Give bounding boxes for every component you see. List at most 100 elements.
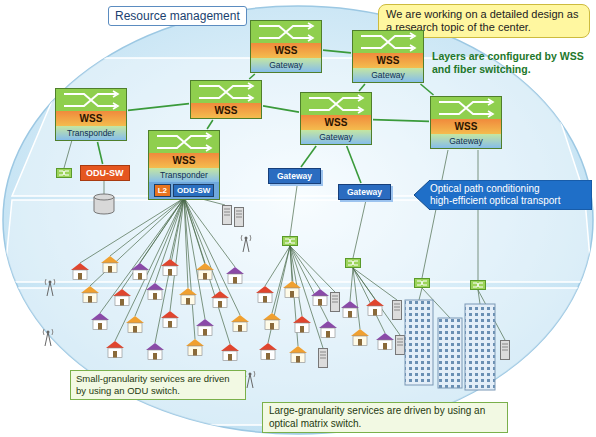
- server-icon: [501, 341, 510, 360]
- equipment-stack: WSSTransponder: [55, 88, 127, 141]
- node-label: Gateway: [277, 171, 312, 181]
- house-icon: [211, 291, 229, 308]
- house-icon: [376, 333, 394, 350]
- access-line: [80, 198, 240, 344]
- switch-chip: ODU-SW: [173, 184, 214, 197]
- fiber-link: [207, 120, 213, 129]
- switch-icon: [309, 98, 361, 110]
- house-icon: [226, 267, 244, 284]
- switch-icon: [157, 136, 209, 148]
- switch-icon: [56, 89, 126, 111]
- layer-label: WSS: [251, 43, 321, 58]
- node-label: Resource management: [115, 9, 240, 23]
- annotation-text: Layers are configured by WSS and fiber s…: [432, 50, 592, 76]
- house-icon: [71, 263, 89, 280]
- fiber-link: [249, 74, 255, 79]
- switch-icon: [251, 21, 321, 43]
- caption-box: Large-granularity services are driven by…: [262, 402, 508, 433]
- switch-icon: [251, 21, 321, 43]
- switch-icon: [410, 33, 415, 51]
- database-icon: [94, 194, 114, 200]
- node-label: Small-granularity services are driven by…: [76, 373, 240, 397]
- switch-icon: [431, 97, 501, 119]
- node-label: Gateway: [347, 187, 382, 197]
- house-icon: [106, 341, 124, 358]
- switch-icon: [361, 36, 413, 48]
- small-switch-icon: [471, 281, 486, 290]
- gateway-box: Gateway: [268, 168, 321, 184]
- switch-icon: [64, 94, 116, 106]
- equipment-stack: WSS: [190, 80, 262, 119]
- building-icon: [465, 304, 495, 390]
- switch-icon: [149, 131, 219, 153]
- unit-label: Gateway: [301, 130, 371, 144]
- switch-icon: [251, 21, 321, 43]
- access-line: [64, 140, 505, 348]
- node-label: Large-granularity services are driven by…: [269, 405, 501, 430]
- unit-label: Transponder: [56, 126, 126, 140]
- node-label: ODU-SW: [86, 168, 124, 178]
- switch-icon: [259, 26, 311, 38]
- equipment-stack: WSSGateway: [300, 92, 372, 145]
- house-icon: [351, 329, 369, 346]
- fiber-link: [301, 146, 316, 167]
- switch-icon: [56, 89, 126, 111]
- house-icon: [311, 289, 329, 306]
- house-icon: [131, 263, 149, 280]
- switch-row: L2ODU-SW: [149, 182, 219, 199]
- switch-icon: [301, 93, 371, 115]
- callout-arrow: Optical path conditioninghigh-efficient …: [414, 180, 592, 210]
- house-icon: [256, 286, 274, 303]
- server-icon: [235, 208, 244, 227]
- server-icon: [331, 293, 340, 312]
- fiber-link: [263, 106, 299, 112]
- server-icon: [223, 206, 232, 225]
- switch-icon: [191, 81, 261, 103]
- unit-label: Gateway: [353, 68, 423, 82]
- house-icon: [146, 283, 164, 300]
- house-icon: [221, 344, 239, 361]
- small-switch-icon: [283, 237, 298, 246]
- server-icon: [319, 349, 328, 368]
- house-icon: [113, 289, 131, 306]
- layer-label: WSS: [353, 53, 423, 68]
- switch-icon: [113, 91, 118, 109]
- fiber-link: [323, 50, 351, 53]
- callout-text: Optical path conditioning: [430, 183, 586, 195]
- switch-icon: [353, 31, 423, 53]
- house-icon: [161, 311, 179, 328]
- house-icon: [196, 263, 214, 280]
- house-icon: [161, 259, 179, 276]
- fiber-link: [373, 120, 429, 122]
- management-box: Resource management: [108, 6, 247, 26]
- house-icon: [283, 281, 301, 298]
- antenna-icon: [43, 329, 53, 346]
- unit-label: Transponder: [149, 168, 219, 182]
- house-icon: [289, 346, 307, 363]
- house-icon: [341, 301, 359, 318]
- switch-icon: [301, 93, 371, 115]
- house-icon: [91, 313, 109, 330]
- switch-icon: [206, 133, 211, 151]
- layer-label: WSS: [56, 111, 126, 126]
- switch-icon: [353, 31, 423, 53]
- layer-label: WSS: [191, 103, 261, 118]
- small-switch-icon: [346, 259, 361, 268]
- switch-icon: [301, 93, 371, 115]
- building-icon: [405, 300, 433, 385]
- building-icon: [405, 300, 495, 390]
- house-icon: [101, 256, 119, 273]
- layer-label: WSS: [301, 115, 371, 130]
- house-icon: [231, 315, 249, 332]
- small-switch-icon: [415, 279, 430, 288]
- house-icon: [293, 316, 311, 333]
- server-icon: [393, 301, 402, 320]
- antenna-icon: [43, 235, 255, 388]
- switch-icon: [439, 102, 491, 114]
- switch-icon: [358, 95, 363, 113]
- unit-label: Gateway: [431, 134, 501, 148]
- house-icon: [186, 339, 204, 356]
- fiber-link: [359, 84, 365, 91]
- equipment-stack: WSSTransponderL2ODU-SW: [148, 130, 220, 200]
